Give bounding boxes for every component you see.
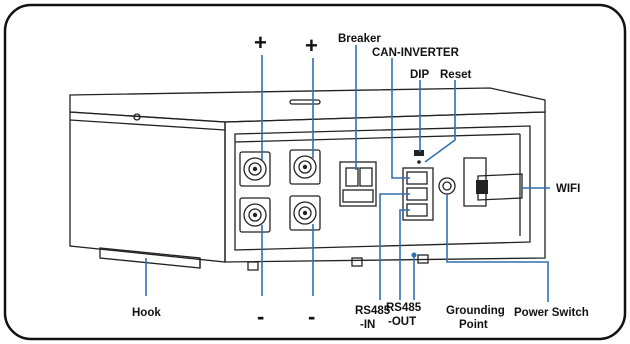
rs485-in-label-line1: RS485	[355, 305, 391, 317]
grounding-label-line2: Point	[459, 319, 488, 331]
dip-label: DIP	[410, 69, 430, 81]
side-groove	[69, 119, 226, 131]
grounding-label-line1: Grounding	[446, 305, 505, 317]
can-inverter-lead	[391, 58, 410, 179]
rs485-in-label-line2: -IN	[360, 319, 375, 331]
hook-label: Hook	[132, 307, 161, 319]
power-switch-lead	[446, 194, 549, 302]
breaker-label: Breaker	[338, 33, 381, 45]
dc-connector-bottom-left	[239, 197, 271, 233]
dc-connector-top-right	[289, 149, 321, 185]
rs485-out-label-line1: RS485	[386, 302, 422, 314]
reset-lead	[424, 80, 456, 163]
dip-switch	[414, 150, 424, 156]
rs485-out-label-line2: -OUT	[388, 316, 416, 328]
foot-left	[247, 261, 259, 271]
plus-left-sign: +	[254, 30, 267, 55]
grounding-dot	[411, 252, 417, 258]
top-slot	[289, 99, 321, 105]
dc-connector-bottom-right	[289, 195, 321, 231]
rs485-in-lead	[379, 193, 410, 300]
foot-mid	[351, 257, 363, 267]
minus-right-sign: -	[308, 304, 315, 329]
front-panel	[234, 125, 531, 251]
reset-label: Reset	[440, 69, 471, 81]
foot-right	[417, 254, 429, 264]
side-screw	[133, 113, 141, 121]
can-inverter-label: CAN-INVERTER	[372, 47, 460, 59]
front-frame	[224, 111, 546, 263]
rs485-out-lead	[399, 209, 410, 300]
dc-connector-top-left	[239, 151, 271, 187]
plus-right-sign: +	[305, 33, 318, 58]
wifi-label: WIFI	[556, 183, 580, 195]
breaker-switch	[339, 161, 377, 207]
minus-left-sign: -	[257, 304, 264, 329]
wifi-dongle	[463, 157, 523, 207]
leader-lines	[145, 45, 550, 302]
reset-button	[417, 160, 421, 164]
power-switch-label: Power Switch	[514, 307, 589, 319]
panel-inner-edge	[234, 133, 521, 143]
